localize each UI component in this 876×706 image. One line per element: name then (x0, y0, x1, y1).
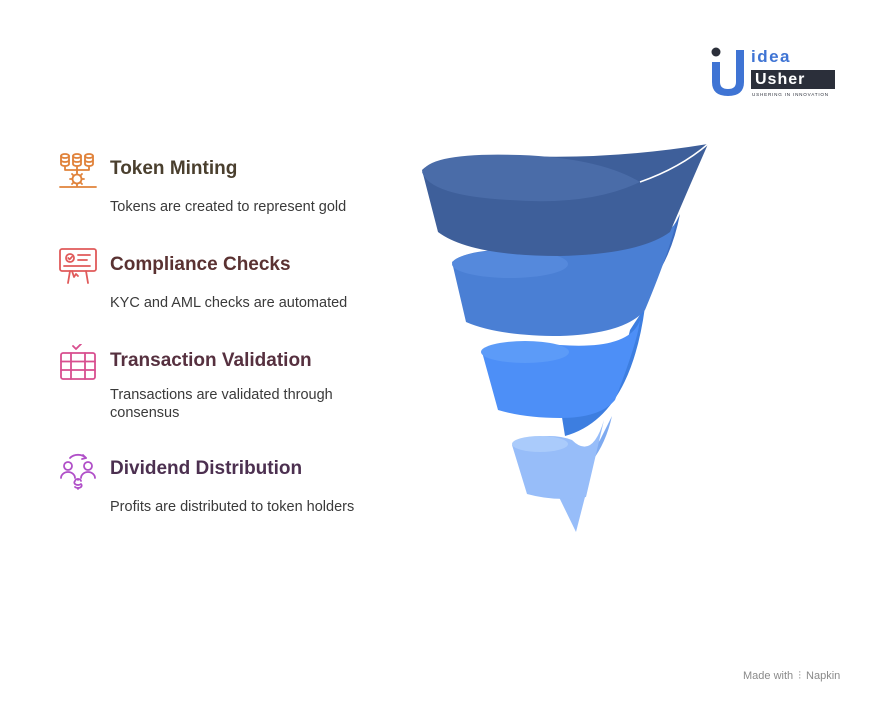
step-description: Profits are distributed to token holders (110, 499, 355, 515)
idea-usher-logo: idea Usher USHERING IN INNOVATION (706, 46, 840, 102)
coins-stack-icon (59, 153, 97, 188)
funnel-layer-2-rim (452, 250, 568, 278)
step-description: KYC and AML checks are automated (110, 295, 348, 311)
step-title: Token Minting (110, 158, 238, 179)
credit-brand: Napkin (806, 670, 841, 682)
spiral-funnel-graphic (422, 143, 709, 532)
funnel-layer-3-rim (481, 341, 569, 363)
made-with-credit: Made with ⫶ Napkin (743, 670, 840, 683)
logo-mark-icon (711, 47, 744, 96)
funnel-layer-1-rim (422, 154, 640, 202)
step-title: Transaction Validation (110, 350, 312, 371)
funnel-layer-4 (512, 420, 604, 499)
ledger-check-icon (60, 344, 96, 380)
funnel-layer-1-edge (639, 143, 709, 183)
logo-word-usher: Usher (751, 70, 835, 89)
funnel-layer-4-rim (512, 436, 568, 452)
step-title: Dividend Distribution (110, 458, 303, 479)
people-exchange-icon (60, 453, 96, 490)
logo-tagline: USHERING IN INNOVATION (752, 92, 829, 97)
step-title: Compliance Checks (110, 254, 291, 275)
step-description: Tokens are created to represent gold (110, 199, 347, 215)
step-description: Transactions are validated through conse… (110, 387, 333, 421)
funnel-tip (557, 493, 586, 532)
presentation-board-icon (59, 248, 97, 284)
credit-label: Made with (743, 670, 794, 682)
logo-word-idea: idea (751, 47, 792, 66)
napkin-icon: ⫶ (798, 670, 801, 682)
